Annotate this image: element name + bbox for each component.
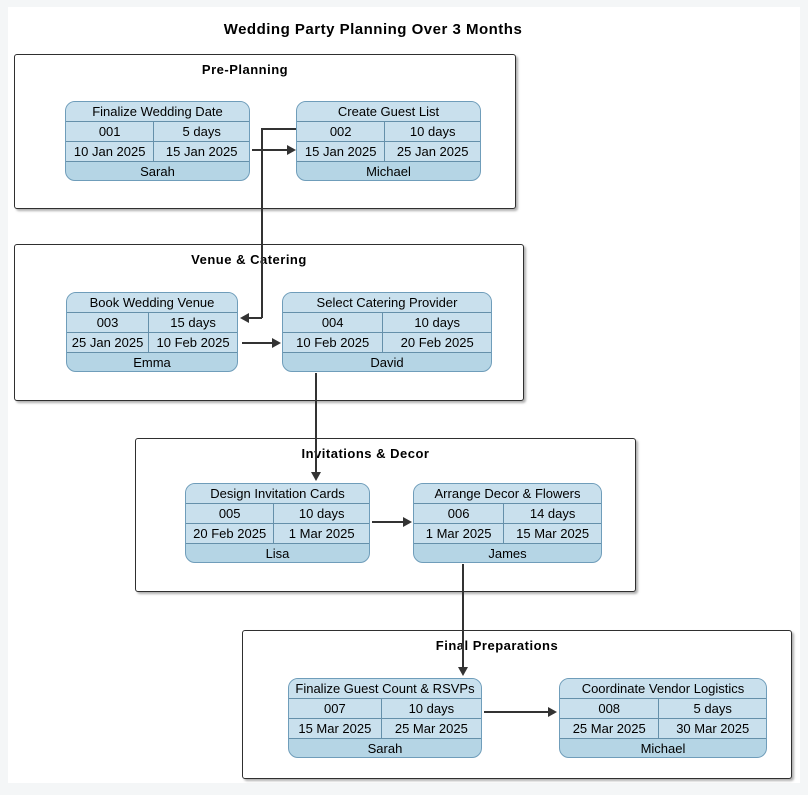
task-card-004: Select Catering Provider 004 10 days 10 … [282, 292, 492, 372]
task-start-date: 25 Mar 2025 [560, 719, 660, 738]
cluster-title: Venue & Catering [191, 252, 307, 267]
task-card-002: Create Guest List 002 10 days 15 Jan 202… [296, 101, 481, 181]
task-id: 006 [414, 504, 505, 523]
task-owner: Michael [640, 741, 686, 756]
task-owner: Emma [133, 355, 171, 370]
task-id: 004 [283, 313, 384, 332]
cluster-title: Final Preparations [435, 638, 559, 653]
arrowhead-down-icon [311, 472, 321, 481]
cluster-title: Pre-Planning [201, 62, 289, 77]
arrowhead-down-icon [458, 667, 468, 676]
diagram-title: Wedding Party Planning Over 3 Months [223, 21, 523, 38]
task-card-005: Design Invitation Cards 005 10 days 20 F… [185, 483, 370, 563]
task-end-date: 25 Jan 2025 [396, 144, 469, 159]
task-owner: Sarah [367, 741, 403, 756]
edge-line [252, 149, 288, 151]
edge-line [484, 711, 549, 713]
task-end-date: 30 Mar 2025 [676, 721, 750, 736]
edge-line [261, 128, 263, 318]
edge-line [462, 564, 464, 668]
cluster-title: Invitations & Decor [301, 446, 430, 461]
arrowhead-right-icon [272, 338, 281, 348]
task-name: Design Invitation Cards [186, 484, 369, 504]
task-duration: 10 days [409, 124, 456, 139]
task-name: Coordinate Vendor Logistics [560, 679, 766, 699]
arrowhead-right-icon [548, 707, 557, 717]
task-name: Select Catering Provider [283, 293, 491, 313]
task-start-date: 25 Jan 2025 [67, 333, 150, 352]
edge-line [248, 317, 262, 319]
task-start-date: 10 Jan 2025 [66, 142, 155, 161]
task-duration: 10 days [414, 315, 460, 330]
task-end-date: 10 Feb 2025 [156, 335, 230, 350]
task-name: Finalize Guest Count & RSVPs [289, 679, 481, 699]
task-owner: David [370, 355, 404, 370]
task-id: 003 [67, 313, 150, 332]
task-duration: 5 days [182, 124, 221, 139]
task-id: 007 [289, 699, 382, 718]
edge-line [315, 373, 317, 473]
task-name: Create Guest List [297, 102, 480, 122]
arrowhead-right-icon [403, 517, 412, 527]
task-end-date: 15 Mar 2025 [516, 526, 590, 541]
task-end-date: 25 Mar 2025 [394, 721, 468, 736]
task-duration: 10 days [408, 701, 455, 716]
task-owner: Lisa [265, 546, 290, 561]
task-id: 005 [186, 504, 275, 523]
task-end-date: 1 Mar 2025 [288, 526, 355, 541]
task-card-003: Book Wedding Venue 003 15 days 25 Jan 20… [66, 292, 238, 372]
task-name: Finalize Wedding Date [66, 102, 249, 122]
task-card-006: Arrange Decor & Flowers 006 14 days 1 Ma… [413, 483, 602, 563]
task-duration: 5 days [693, 701, 732, 716]
task-start-date: 1 Mar 2025 [414, 524, 505, 543]
task-owner: Michael [366, 164, 411, 179]
task-duration: 14 days [529, 506, 576, 521]
edge-line [242, 342, 273, 344]
task-card-001: Finalize Wedding Date 001 5 days 10 Jan … [65, 101, 250, 181]
task-owner: Sarah [140, 164, 175, 179]
task-id: 002 [297, 122, 386, 141]
task-start-date: 10 Feb 2025 [283, 333, 384, 352]
task-duration: 10 days [298, 506, 345, 521]
task-start-date: 20 Feb 2025 [186, 524, 275, 543]
task-end-date: 15 Jan 2025 [165, 144, 238, 159]
task-name: Arrange Decor & Flowers [414, 484, 601, 504]
task-name: Book Wedding Venue [67, 293, 237, 313]
arrowhead-left-icon [240, 313, 249, 323]
task-owner: James [488, 546, 527, 561]
task-card-007: Finalize Guest Count & RSVPs 007 10 days… [288, 678, 482, 758]
task-id: 008 [560, 699, 660, 718]
task-start-date: 15 Mar 2025 [289, 719, 382, 738]
task-id: 001 [66, 122, 155, 141]
edge-line [372, 521, 404, 523]
arrowhead-right-icon [287, 145, 296, 155]
task-card-008: Coordinate Vendor Logistics 008 5 days 2… [559, 678, 767, 758]
edge-line [262, 128, 296, 130]
task-start-date: 15 Jan 2025 [297, 142, 386, 161]
task-duration: 15 days [170, 315, 216, 330]
task-end-date: 20 Feb 2025 [400, 335, 474, 350]
